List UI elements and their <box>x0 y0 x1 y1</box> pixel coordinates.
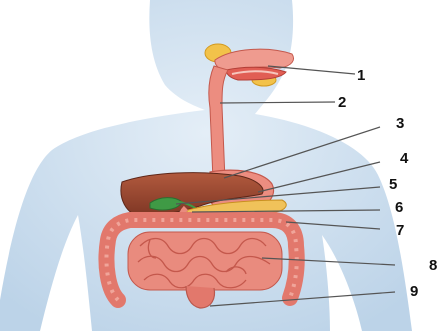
callout-label-3: 3 <box>396 115 404 132</box>
callout-label-8: 8 <box>429 257 437 274</box>
callout-label-7: 7 <box>396 222 404 239</box>
callout-label-1: 1 <box>357 67 365 84</box>
callout-label-5: 5 <box>389 176 397 193</box>
callout-label-6: 6 <box>395 199 403 216</box>
callout-label-9: 9 <box>410 283 418 300</box>
callout-label-2: 2 <box>338 94 346 111</box>
callout-label-4: 4 <box>400 150 409 167</box>
